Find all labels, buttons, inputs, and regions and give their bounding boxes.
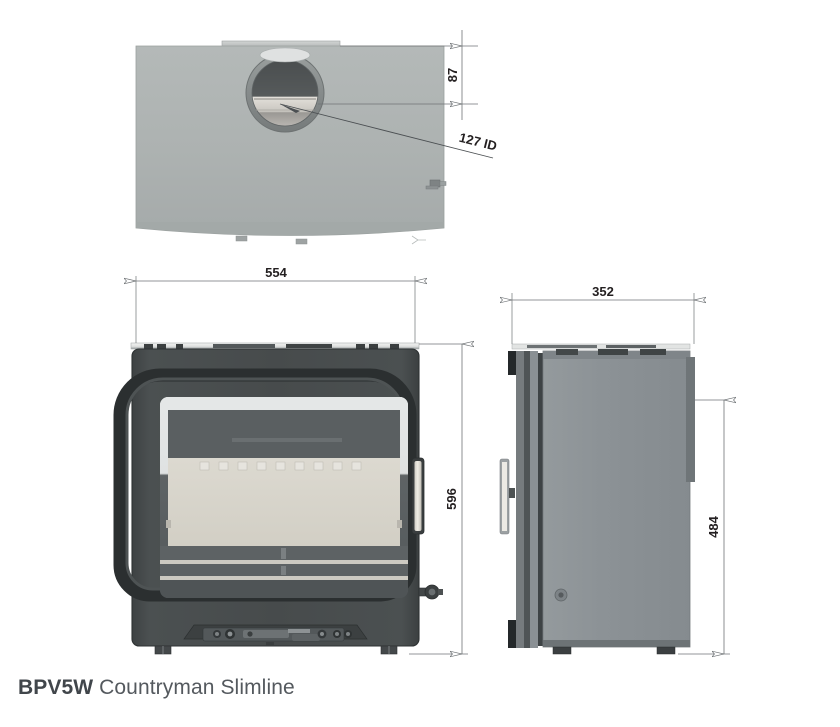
side-foot-right	[656, 646, 676, 655]
dim-596-label: 596	[444, 488, 459, 510]
front-top-fixings	[144, 344, 399, 349]
side-view-body	[542, 350, 691, 648]
door-handle[interactable]	[411, 457, 425, 535]
air-control-bar[interactable]	[183, 624, 368, 646]
side-foot-left	[552, 646, 572, 655]
front-view	[113, 342, 443, 655]
side-door-shadow	[538, 353, 543, 646]
side-view	[499, 343, 695, 655]
dim-front-width: 554	[136, 265, 415, 343]
brick-edge-left	[166, 520, 171, 528]
side-body-fixing-left	[556, 349, 578, 355]
caption-model: BPV5W	[18, 676, 94, 699]
side-door-edge	[530, 351, 538, 648]
baffle-shadow	[168, 410, 400, 458]
side-bottom-band	[543, 640, 690, 647]
caption-name: Countryman Slimline	[99, 676, 295, 699]
front-feet	[154, 645, 398, 655]
dim-554-label: 554	[265, 265, 287, 280]
dim-352-label: 352	[592, 284, 614, 299]
air-holes	[199, 461, 362, 471]
side-rear-gap	[524, 351, 530, 648]
dim-87-label: 87	[445, 68, 460, 82]
drawing-caption: BPV5W Countryman Slimline	[18, 676, 295, 700]
side-right-rib	[686, 357, 695, 482]
top-view-foot-right	[295, 238, 308, 245]
dim-side-height: 484	[678, 400, 730, 654]
dim-127-leader-line	[279, 103, 494, 159]
top-view	[135, 40, 447, 245]
dim-127-leader-arrow	[280, 104, 300, 113]
top-view-foot-left	[235, 235, 248, 242]
side-top-plate-detail2	[606, 345, 656, 348]
glass-door	[160, 397, 408, 598]
grate-bars	[160, 546, 408, 598]
side-door-handle[interactable]	[499, 458, 515, 535]
side-screw-boss	[554, 588, 568, 602]
dim-side-depth: 352	[512, 284, 694, 344]
dim-127-label: 127 ID	[458, 130, 499, 154]
firebrick-panel	[168, 458, 400, 546]
dim-front-height: 596	[409, 344, 468, 654]
top-view-side-knob	[425, 179, 447, 190]
top-view-bottom-shade	[136, 222, 444, 236]
side-top-plate-detail	[527, 345, 597, 348]
dim-flue-height: 87	[318, 30, 478, 120]
top-view-corner-detail	[411, 235, 426, 245]
dim-484-label: 484	[706, 515, 721, 537]
baffle-edge	[232, 438, 342, 442]
brick-edge-right	[397, 520, 402, 528]
side-rear-edge	[516, 351, 524, 648]
side-body-fixing-mid	[598, 349, 628, 355]
latch-knob[interactable]	[418, 584, 443, 600]
side-body-fixing-right	[640, 349, 666, 355]
glass-top-highlight	[160, 397, 408, 410]
